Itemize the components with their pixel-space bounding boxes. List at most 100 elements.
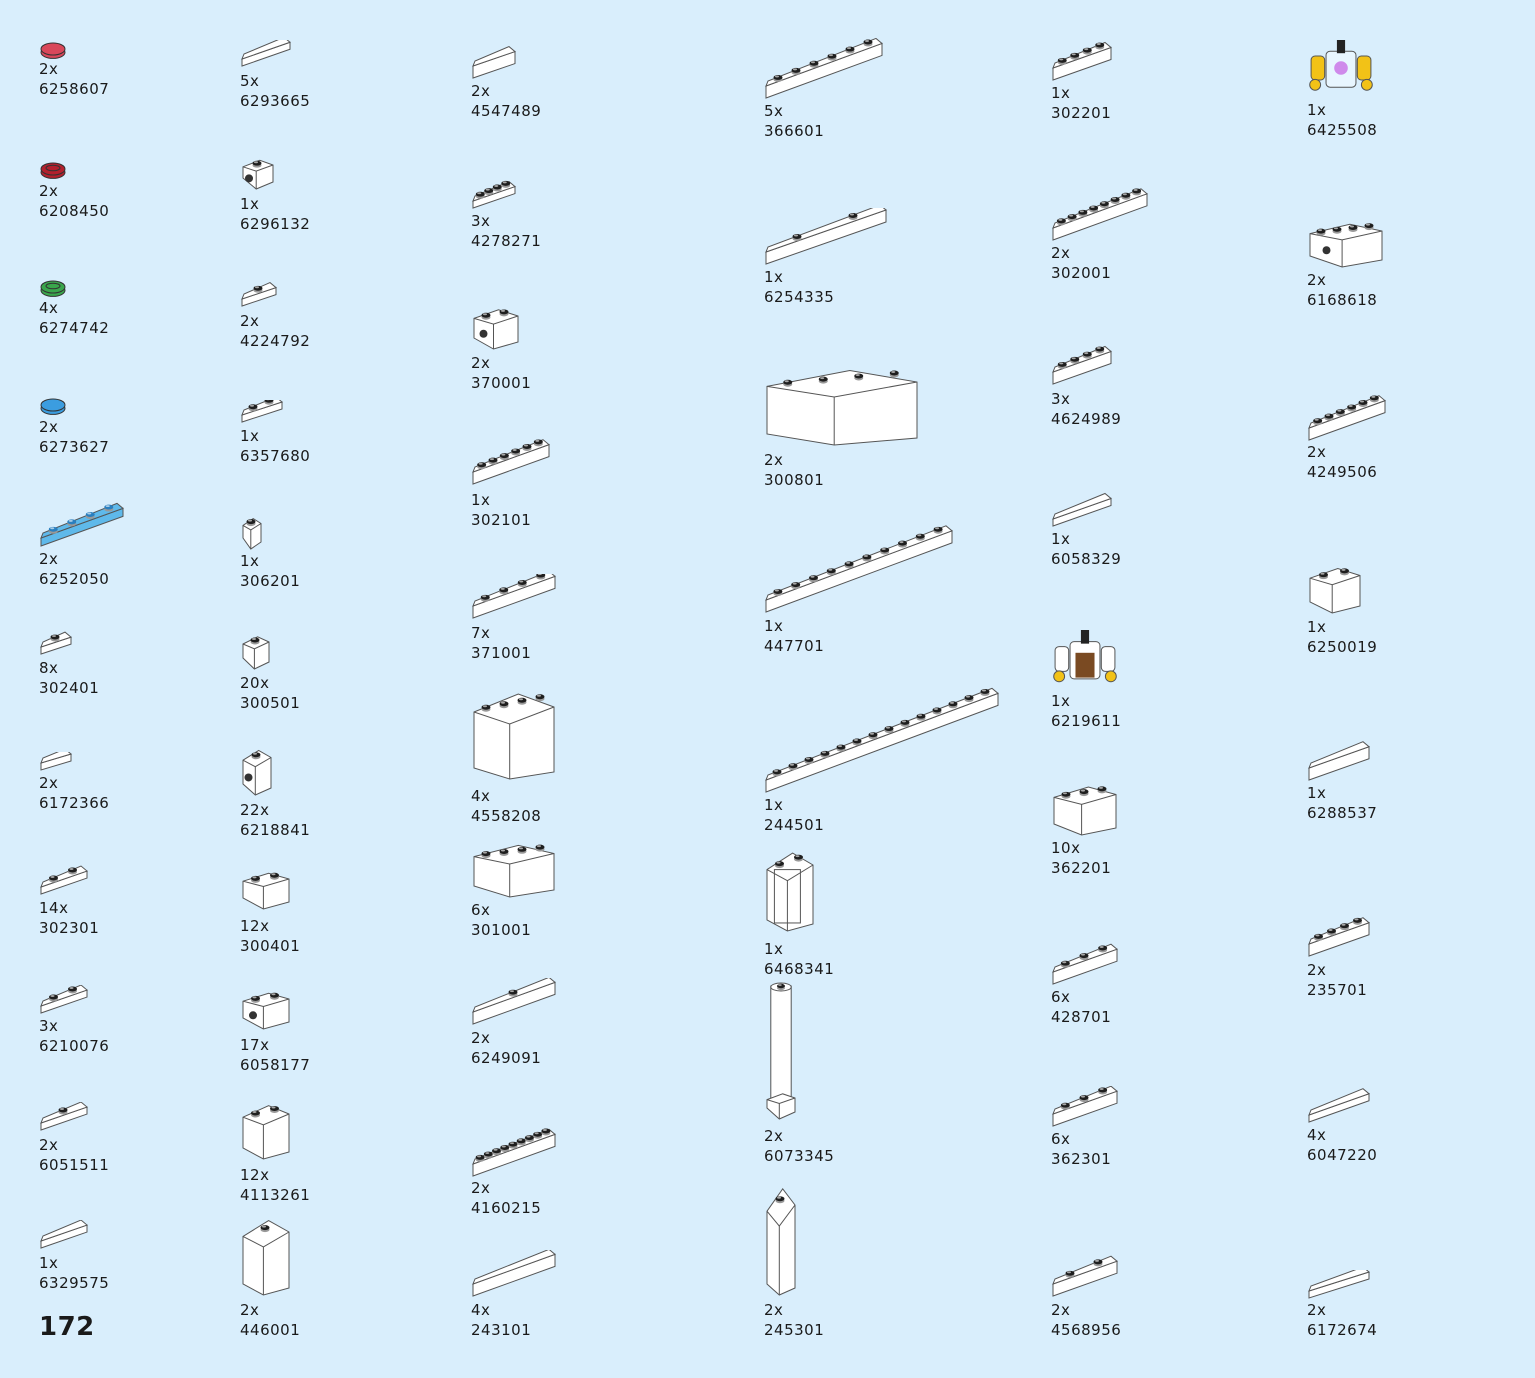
arch-step-brick-white-icon	[1051, 1222, 1119, 1298]
corner-brick-2x2-white-icon	[1307, 908, 1371, 958]
part-quantity: 2x	[1051, 244, 1071, 262]
part-number: 6208450	[39, 202, 110, 220]
part-quantity: 3x	[1051, 390, 1071, 408]
part-number: 362301	[1051, 1150, 1112, 1168]
part-quantity: 1x	[1051, 84, 1071, 102]
part-quantity: 1x	[471, 491, 491, 509]
part-number: 4113261	[240, 1186, 311, 1204]
part-quantity: 2x	[764, 451, 784, 469]
page-number: 172	[39, 1312, 95, 1342]
part-number: 6249091	[471, 1049, 542, 1067]
brick-1x8-white-icon	[764, 360, 920, 448]
brick-1x2x2-white-icon	[240, 1098, 292, 1162]
part-number: 6168618	[1307, 291, 1378, 309]
part-number: 6425508	[1307, 121, 1378, 139]
part-number: 6254335	[764, 288, 835, 306]
part-quantity: 3x	[471, 212, 491, 230]
part-number: 6357680	[240, 447, 311, 465]
part-quantity: 12x	[240, 1166, 270, 1184]
part-quantity: 8x	[39, 659, 59, 677]
part-number: 362201	[1051, 859, 1112, 877]
part-number: 428701	[1051, 1008, 1112, 1026]
part-quantity: 2x	[1307, 271, 1327, 289]
part-quantity: 6x	[1051, 1130, 1071, 1148]
round-tile-1x1-blue-icon	[39, 396, 67, 416]
part-quantity: 2x	[471, 1029, 491, 1047]
part-number: 6073345	[764, 1147, 835, 1165]
part-quantity: 7x	[471, 624, 491, 642]
part-quantity: 1x	[1307, 784, 1327, 802]
part-quantity: 1x	[240, 552, 260, 570]
part-quantity: 2x	[39, 418, 59, 436]
jumper-plate-1x4-white-icon	[471, 978, 557, 1026]
plate-1x1-tooth-white-icon	[240, 276, 278, 308]
part-quantity: 6x	[1051, 988, 1071, 1006]
part-quantity: 1x	[764, 268, 784, 286]
quarter-round-tile-white-icon	[39, 752, 73, 772]
part-quantity: 2x	[471, 1179, 491, 1197]
jumper-plate-1x2-white-icon	[39, 1102, 89, 1132]
part-quantity: 1x	[240, 195, 260, 213]
brick-1x1-white-icon	[240, 632, 272, 672]
bracket-1x2-white-icon	[1307, 562, 1363, 616]
part-number: 4249506	[1307, 463, 1378, 481]
part-number: 366601	[764, 122, 825, 140]
part-quantity: 2x	[764, 1301, 784, 1319]
curved-brick-2x2-white-icon	[1051, 336, 1113, 386]
part-number: 302101	[471, 511, 532, 529]
brick-1x1-side-stud-white-icon	[240, 156, 276, 192]
minifig-torso-apron-white-icon	[1051, 628, 1119, 690]
part-quantity: 2x	[39, 182, 59, 200]
part-number: 300501	[240, 694, 301, 712]
part-quantity: 1x	[764, 796, 784, 814]
tile-1x4-white-icon	[471, 1250, 557, 1298]
minifig-torso-yellow-arms-icon	[1307, 38, 1375, 98]
wedge-plate-3x3-white-icon	[471, 1098, 557, 1178]
plate-1x6-trans-blue-icon	[39, 500, 125, 548]
tile-1x2-white-icon	[39, 1220, 89, 1250]
part-quantity: 2x	[1307, 961, 1327, 979]
part-quantity: 1x	[1051, 530, 1071, 548]
part-quantity: 2x	[39, 774, 59, 792]
part-number: 235701	[1307, 981, 1368, 999]
part-number: 301001	[471, 921, 532, 939]
part-quantity: 4x	[471, 1301, 491, 1319]
part-quantity: 10x	[1051, 839, 1081, 857]
part-number: 6250019	[1307, 638, 1378, 656]
part-number: 306201	[240, 572, 301, 590]
brick-1x4-white-icon	[471, 838, 557, 900]
part-number: 6047220	[1307, 1146, 1378, 1164]
part-quantity: 2x	[39, 60, 59, 78]
part-quantity: 14x	[39, 899, 69, 917]
part-number: 6329575	[39, 1274, 110, 1292]
technic-brick-1x2-white-icon	[471, 304, 521, 352]
brick-1x1x2-side-studs-white-icon	[240, 744, 274, 798]
plate-1x6-white-icon	[764, 38, 884, 100]
part-number: 6293665	[240, 92, 311, 110]
corner-tile-white-icon	[1051, 492, 1113, 528]
part-quantity: 12x	[240, 917, 270, 935]
part-number: 302301	[39, 919, 100, 937]
window-frame-1x2x3-white-icon	[764, 842, 816, 934]
plate-1x2-with-clip-white-icon	[39, 985, 89, 1015]
part-quantity: 6x	[471, 901, 491, 919]
plate-2x2-white-icon	[1051, 38, 1113, 82]
brick-1x3-white-icon	[1051, 780, 1119, 838]
part-number: 6296132	[240, 215, 311, 233]
slope-inverted-1x3-white-icon	[1051, 930, 1119, 986]
part-quantity: 4x	[1307, 1126, 1327, 1144]
arch-plate-white-icon	[764, 208, 888, 266]
part-quantity: 1x	[39, 1254, 59, 1272]
part-number: 4558208	[471, 807, 542, 825]
part-number: 4624989	[1051, 410, 1122, 428]
part-quantity: 2x	[39, 1136, 59, 1154]
plate-1x1-white-icon	[39, 630, 73, 656]
part-number: 371001	[471, 644, 532, 662]
part-quantity: 2x	[1051, 1301, 1071, 1319]
printed-tile-2x2-white-icon	[1307, 740, 1371, 782]
part-number: 4568956	[1051, 1321, 1122, 1339]
part-number: 300801	[764, 471, 825, 489]
slope-brick-1x2x3-white-icon	[240, 1210, 292, 1298]
plate-2x12-white-icon	[764, 680, 1000, 794]
wedge-plate-2x3-white-icon	[1307, 390, 1387, 442]
